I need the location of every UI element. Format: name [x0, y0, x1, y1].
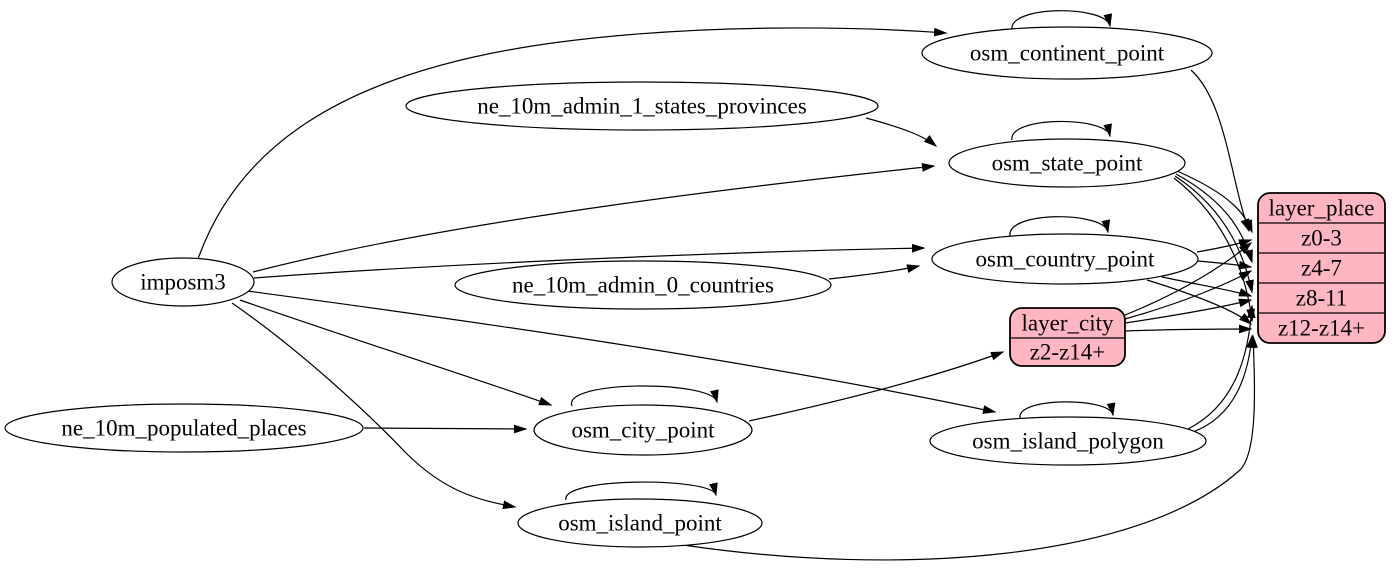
record-row-layer_city-z2-z14+: z2-z14+	[1030, 340, 1106, 365]
self-loop-osm_island_polygon	[1019, 401, 1116, 419]
edge-ne_10m_admin_0_countries-to-osm_country_point	[828, 264, 921, 280]
node-ellipse-osm_state_point	[948, 138, 1186, 188]
node-osm_state_point: osm_state_point	[948, 138, 1186, 188]
edge-ne_10m_populated_places-to-osm_city_point	[363, 424, 528, 434]
edge-osm_city_point-to-layer_city-z2-z14+	[748, 351, 1005, 422]
node-ne_10m_admin_1_states_provinces: ne_10m_admin_1_states_provinces	[405, 81, 879, 131]
node-ellipse-osm_country_point	[931, 233, 1199, 285]
node-osm_country_point: osm_country_point	[931, 233, 1199, 285]
node-osm_island_point: osm_island_point	[517, 498, 763, 548]
node-ellipse-ne_10m_admin_0_countries	[454, 260, 832, 310]
edge-imposm3-to-osm_city_point	[239, 299, 553, 406]
self-loop-osm_continent_point	[1011, 10, 1113, 31]
self-loop-osm_country_point	[1009, 216, 1111, 237]
node-ellipse-imposm3	[111, 257, 255, 307]
node-osm_city_point: osm_city_point	[533, 404, 753, 456]
edges-layer	[197, 10, 1258, 561]
node-ellipse-osm_continent_point	[921, 26, 1213, 80]
node-imposm3: imposm3	[111, 257, 255, 307]
node-layer_place: layer_place z0-3 z4-7 z8-11 z12-z14+	[1257, 192, 1386, 344]
record-title-layer_place: layer_place	[1269, 196, 1375, 221]
record-box-layer_city	[1009, 307, 1126, 367]
edge-osm_island_point-to-layer_place-z12-z14+	[682, 334, 1258, 561]
edge-imposm3-to-osm_island_point	[231, 302, 517, 510]
node-ellipse-ne_10m_admin_1_states_provinces	[405, 81, 879, 131]
edge-ne_10m_admin_1_states_provinces-to-osm_state_point	[865, 117, 938, 147]
record-row-layer_place-z8-11: z8-11	[1296, 286, 1348, 311]
edge-imposm3-to-osm_island_polygon	[246, 290, 997, 414]
node-label-ne_10m_populated_places: ne_10m_populated_places	[61, 416, 306, 441]
node-ellipse-osm_island_polygon	[929, 416, 1207, 466]
record-row-layer_place-z12-z14+: z12-z14+	[1278, 316, 1365, 341]
edge-osm_island_polygon-to-layer_place-z12-z14+	[1192, 334, 1256, 433]
record-row-layer_place-z0-3: z0-3	[1301, 226, 1342, 251]
node-ne_10m_populated_places: ne_10m_populated_places	[4, 403, 364, 453]
self-loop-osm_city_point	[571, 385, 719, 407]
edge-osm_country_point-to-layer_place-z4-7	[1197, 260, 1253, 270]
node-label-osm_city_point: osm_city_point	[571, 418, 715, 443]
node-label-osm_state_point: osm_state_point	[992, 151, 1143, 176]
node-label-osm_island_point: osm_island_point	[558, 511, 722, 536]
node-osm_island_polygon: osm_island_polygon	[929, 416, 1207, 466]
node-osm_continent_point: osm_continent_point	[921, 26, 1213, 80]
record-row-layer_place-z4-7: z4-7	[1301, 256, 1342, 281]
record-box-layer_place	[1257, 192, 1386, 344]
record-title-layer_city: layer_city	[1022, 311, 1114, 336]
edge-layer_city-to-layer_place-z4-7	[1124, 270, 1253, 320]
node-label-osm_continent_point: osm_continent_point	[970, 41, 1165, 66]
node-label-osm_island_polygon: osm_island_polygon	[972, 429, 1164, 454]
edge-osm_island_polygon-to-layer_place-z8-11	[1187, 304, 1256, 430]
node-label-ne_10m_admin_0_countries: ne_10m_admin_0_countries	[512, 273, 774, 298]
nodes-layer: imposm3 ne_10m_populated_places ne_10m_adm…	[4, 26, 1386, 548]
edge-layer_city-to-layer_place-z12-z14+	[1124, 324, 1253, 334]
edge-imposm3-to-osm_country_point	[253, 243, 926, 279]
edge-imposm3-to-osm_state_point	[252, 162, 936, 273]
self-loop-osm_state_point	[1011, 120, 1112, 141]
node-label-ne_10m_admin_1_states_provinces: ne_10m_admin_1_states_provinces	[477, 94, 807, 119]
edge-osm_country_point-to-layer_place-z8-11	[1161, 276, 1253, 297]
node-ellipse-ne_10m_populated_places	[4, 403, 364, 453]
node-layer_city: layer_city z2-z14+	[1009, 307, 1126, 367]
edge-layer_city-to-layer_place-z0-3	[1124, 242, 1253, 316]
node-label-osm_country_point: osm_country_point	[976, 247, 1155, 272]
edge-osm_country_point-to-layer_place-z0-3	[1196, 239, 1253, 253]
edge-osm_state_point-to-layer_place-z0-3	[1176, 170, 1253, 234]
node-ellipse-osm_island_point	[517, 498, 763, 548]
edge-osm_country_point-to-layer_place-z12-z14+	[1146, 279, 1253, 325]
node-ellipse-osm_city_point	[533, 404, 753, 456]
node-label-imposm3: imposm3	[140, 270, 226, 295]
self-loop-osm_island_point	[565, 481, 718, 501]
edge-osm_state_point-to-layer_place-z8-11	[1174, 175, 1254, 294]
edge-layer_city-to-layer_place-z8-11	[1124, 298, 1253, 324]
edge-osm_continent_point-to-layer_place-z0-3	[1190, 69, 1250, 233]
node-ne_10m_admin_0_countries: ne_10m_admin_0_countries	[454, 260, 832, 310]
edge-imposm3-to-osm_continent_point	[197, 27, 948, 260]
